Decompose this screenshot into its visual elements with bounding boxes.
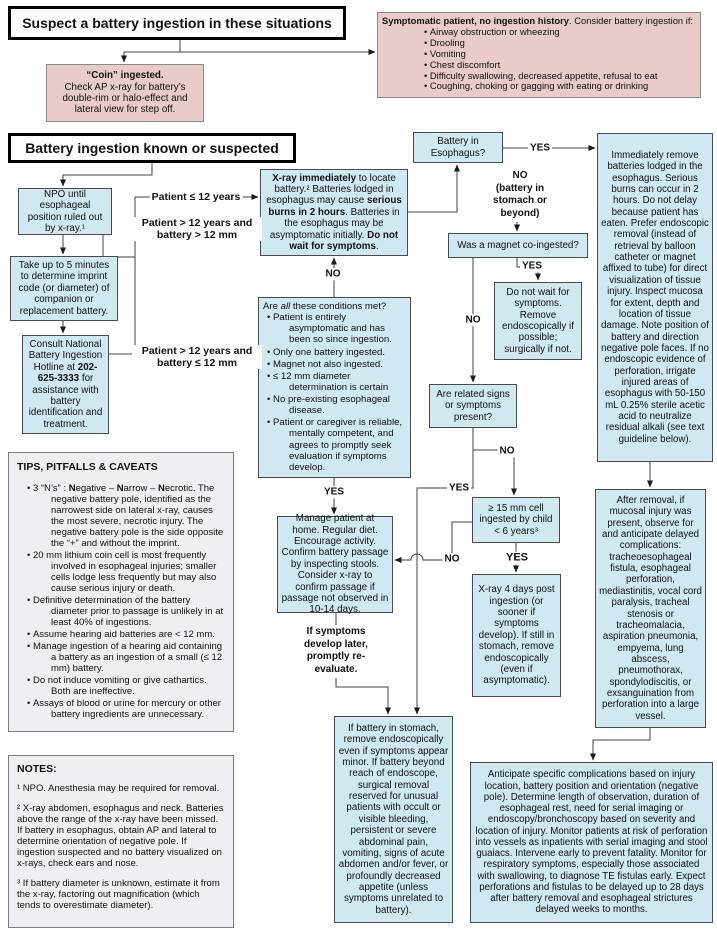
npo-box: NPO until esophageal position ruled out … [18, 188, 112, 235]
notes-title: NOTES: [17, 763, 57, 775]
after-removal-text: After removal, if mucosal injury was pre… [599, 495, 702, 722]
battery-in-stomach-box: If battery in stomach, remove endoscopic… [334, 716, 453, 923]
anticipate-complications-text: Anticipate specific complications based … [475, 769, 708, 916]
if-symptoms-note: If symptoms develop later, promptly re-e… [304, 626, 368, 675]
battery-in-esophagus-text: Battery in Esophagus? [430, 136, 486, 159]
label-yes-related-signs: YES [446, 482, 472, 494]
battery-in-esophagus-box: Battery in Esophagus? [413, 132, 503, 163]
cell-15mm-box: ≥ 15 mm cell ingested by child < 6 years… [472, 497, 560, 543]
label-no-magnet: NO [463, 314, 483, 326]
list-item: 3 “N’s” : Negative – Narrow – Necrotic. … [17, 483, 225, 549]
after-removal-box: After removal, if mucosal injury was pre… [595, 489, 706, 728]
no-word: NO [512, 170, 528, 181]
related-signs-box: Are related signs or symptoms present? [429, 384, 517, 428]
xray-4-days-box: X-ray 4 days post ingestion (or sooner i… [472, 574, 561, 697]
label-yes-esophagus: YES [527, 142, 553, 154]
header-known-text: Battery ingestion known or suspected [25, 140, 279, 156]
list-item: Coughing, choking or gagging with eating… [382, 81, 696, 92]
immediately-remove-text: Immediately remove batteries lodged in t… [601, 150, 709, 445]
hotline-text: Consult National Battery Ingestion Hotli… [28, 339, 103, 430]
imprint-code-box: Take up to 5 minutes to determine imprin… [10, 256, 118, 321]
hotline-box: Consult National Battery Ingestion Hotli… [22, 335, 109, 434]
header-suspect-text: Suspect a battery ingestion in these sit… [22, 15, 332, 31]
list-item: Drooling [382, 37, 696, 49]
do-not-wait-box: Do not wait for symptoms. Remove endosco… [494, 282, 582, 360]
list-item: Only one battery ingested. [263, 347, 406, 358]
list-item: Patient is entirely asymptomatic and has… [263, 312, 406, 345]
list-item: Manage ingestion of a hearing aid contai… [17, 641, 225, 674]
symptomatic-bullet-list: Airway obstruction or wheezingDroolingVo… [382, 26, 696, 92]
coin-ingested-box: “Coin” ingested. Check AP x-ray for batt… [46, 64, 204, 122]
label-yes-conditions: YES [321, 486, 347, 498]
list-item: Chest discomfort [382, 59, 696, 71]
xray-immediately-text: X-ray immediately to locate battery.² Ba… [266, 172, 402, 252]
tips-pitfalls-box: TIPS, PITFALLS & CAVEATS 3 “N’s” : Negat… [8, 452, 234, 732]
notes-item-list: ¹ NPO. Anesthesia may be required for re… [17, 783, 225, 920]
label-no-conditions: NO [323, 268, 343, 280]
tips-bullet-list: 3 “N’s” : Negative – Narrow – Necrotic. … [17, 483, 225, 721]
manage-at-home-box: Manage patient at home. Regular diet. En… [277, 513, 393, 616]
list-item: Assays of blood or urine for mercury or … [17, 698, 225, 720]
conditions-bullet-list: Patient is entirely asymptomatic and has… [263, 312, 406, 474]
list-item: Difficulty swallowing, decreased appetit… [382, 70, 696, 82]
list-item: Do not induce vomiting or give cathartic… [17, 675, 225, 697]
do-not-wait-text: Do not wait for symptoms. Remove endosco… [502, 286, 574, 355]
list-item: Assume hearing aid batteries are < 12 mm… [17, 629, 225, 640]
no-stomach-or-beyond-label: NO (battery in stomach or beyond) [487, 170, 553, 228]
list-item: No pre-existing esophageal disease. [263, 394, 406, 416]
label-no-related-signs: NO [497, 445, 517, 457]
branch-label-patient-le-12: Patient ≤ 12 years [149, 190, 243, 204]
manage-at-home-text: Manage patient at home. Regular diet. En… [281, 513, 389, 616]
list-item: 20 mm lithium coin cell is most frequent… [17, 550, 225, 594]
coin-body: Check AP x-ray for battery’s double-rim … [62, 81, 188, 116]
notes-box: NOTES: ¹ NPO. Anesthesia may be required… [8, 755, 234, 928]
conditions-met-box: Are all these conditions met? Patient is… [258, 297, 411, 478]
imprint-code-text: Take up to 5 minutes to determine imprin… [18, 260, 110, 317]
list-item: Definitive determination of the battery … [17, 595, 225, 628]
related-signs-text: Are related signs or symptoms present? [436, 388, 510, 423]
list-item: Vomiting [382, 48, 696, 60]
xray-immediately-box: X-ray immediately to locate battery.² Ba… [260, 169, 408, 256]
list-item: Magnet not also ingested. [263, 359, 406, 370]
list-item: Airway obstruction or wheezing [382, 26, 696, 38]
npo-text: NPO until esophageal position ruled out … [27, 188, 103, 234]
label-yes-magnet: YES [519, 260, 545, 272]
label-yes-cell15: YES [503, 551, 531, 565]
cell-15mm-text: ≥ 15 mm cell ingested by child < 6 years… [479, 502, 553, 537]
list-item: Patient or caregiver is reliable, mental… [263, 417, 406, 473]
immediately-remove-box: Immediately remove batteries lodged in t… [597, 133, 713, 462]
anticipate-complications-box: Anticipate specific complications based … [470, 762, 713, 923]
symptomatic-patient-box: Symptomatic patient, no ingestion histor… [377, 12, 701, 98]
symptomatic-intro: Symptomatic patient, no ingestion histor… [382, 15, 694, 26]
list-item: ³ If battery diameter is unknown, estima… [17, 878, 220, 912]
xray-4-days-text: X-ray 4 days post ingestion (or sooner i… [478, 584, 555, 687]
branch-label-gt12-battery-gt12: Patient > 12 years and battery > 12 mm [132, 216, 262, 242]
magnet-coingested-box: Was a magnet co-ingested? [448, 233, 588, 258]
conditions-intro: Are all these conditions met? [263, 301, 387, 312]
magnet-coingested-text: Was a magnet co-ingested? [457, 239, 579, 251]
header-known-or-suspected: Battery ingestion known or suspected [8, 133, 296, 163]
label-no-cell15: NO [442, 553, 462, 565]
tips-title: TIPS, PITFALLS & CAVEATS [17, 461, 158, 473]
coin-title: “Coin” ingested. [86, 70, 164, 82]
list-item: ² X-ray abdomen, esophagus and neck. Bat… [17, 803, 224, 870]
header-suspect-ingestion: Suspect a battery ingestion in these sit… [8, 6, 346, 40]
battery-in-stomach-text: If battery in stomach, remove endoscopic… [338, 722, 449, 916]
list-item: ¹ NPO. Anesthesia may be required for re… [17, 783, 220, 795]
no-detail: (battery in stomach or beyond) [493, 182, 547, 219]
list-item: ≤ 12 mm diameter determination is certai… [263, 371, 406, 393]
branch-label-gt12-battery-le12: Patient > 12 years and battery ≤ 12 mm [132, 344, 262, 370]
